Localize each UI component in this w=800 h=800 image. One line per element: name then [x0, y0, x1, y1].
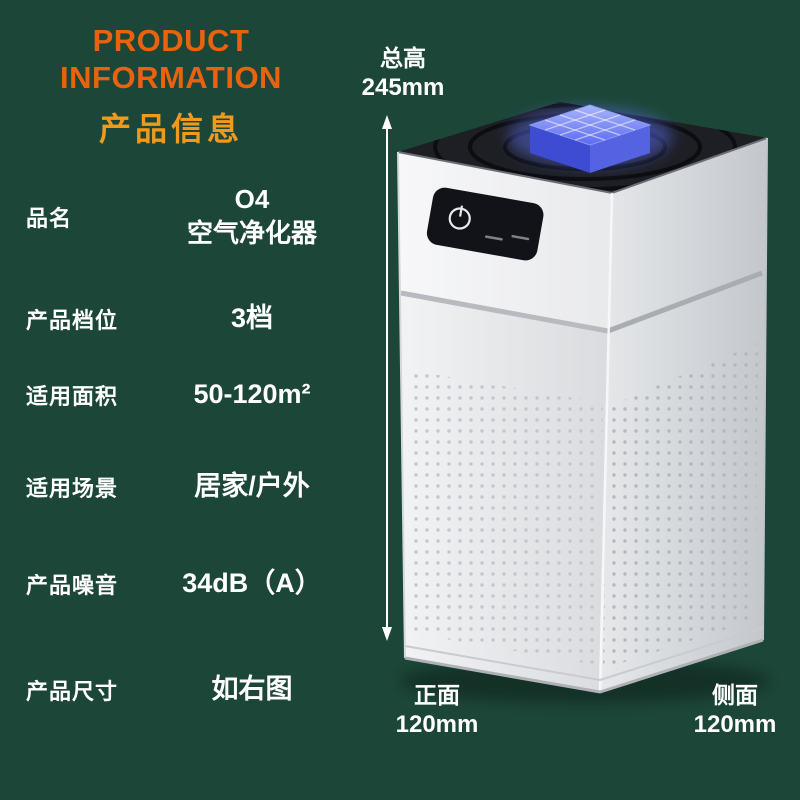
spec-value-line2: 空气净化器	[186, 218, 317, 248]
spec-value: 50-120m²	[193, 379, 311, 410]
spec-value: 3档	[230, 303, 274, 334]
power-icon	[448, 205, 471, 230]
spec-row-name: 品名 O4 空气净化器	[26, 182, 360, 252]
spec-value: 如右图	[211, 674, 293, 705]
front-dimension-label: 正面 120mm	[387, 680, 487, 740]
spec-label: 适用场景	[26, 476, 119, 501]
spec-label: 品名	[26, 206, 73, 231]
height-label-value: 245mm	[361, 74, 445, 101]
page-title-line1: PRODUCT	[92, 23, 250, 58]
height-dimension-label: 总高 245mm	[343, 43, 463, 103]
spec-label: 产品噪音	[26, 573, 119, 598]
front-label-text: 正面	[414, 682, 460, 708]
header: PRODUCT INFORMATION 产品信息	[58, 22, 284, 150]
spec-label: 适用面积	[26, 384, 119, 409]
spec-value: O4 空气净化器	[144, 183, 360, 251]
base-trim	[404, 627, 764, 694]
page-title-en: PRODUCT INFORMATION	[58, 22, 284, 96]
product-image	[382, 102, 770, 703]
spec-label: 产品尺寸	[26, 679, 119, 704]
indicator-mark	[484, 235, 503, 241]
side-perforations	[603, 343, 758, 669]
body-seam	[400, 270, 763, 334]
spec-value: 34dB（A）	[182, 568, 322, 599]
height-dimension-line	[382, 115, 392, 641]
spec-value-line1: O4	[234, 184, 270, 215]
control-panel	[426, 187, 544, 261]
spec-row-size: 产品尺寸 如右图	[26, 668, 360, 712]
page-title-line2: INFORMATION	[60, 60, 282, 95]
side-dimension-label: 侧面 120mm	[685, 680, 785, 740]
spec-row-scene: 适用场景 居家/户外	[26, 465, 360, 509]
side-label-value: 120mm	[693, 711, 777, 738]
spec-label: 产品档位	[26, 308, 119, 333]
height-label-text: 总高	[380, 45, 426, 71]
spec-row-area: 适用面积 50-120m²	[26, 373, 360, 417]
spec-value: 居家/户外	[194, 471, 310, 502]
spec-row-noise: 产品噪音 34dB（A）	[26, 562, 360, 606]
page-title-cn: 产品信息	[98, 111, 243, 147]
front-perforations	[409, 370, 603, 665]
spec-row-levels: 产品档位 3档	[26, 297, 360, 341]
side-label-text: 侧面	[712, 682, 758, 708]
led-cube	[528, 104, 652, 173]
indicator-mark	[511, 234, 530, 241]
front-label-value: 120mm	[395, 711, 479, 738]
